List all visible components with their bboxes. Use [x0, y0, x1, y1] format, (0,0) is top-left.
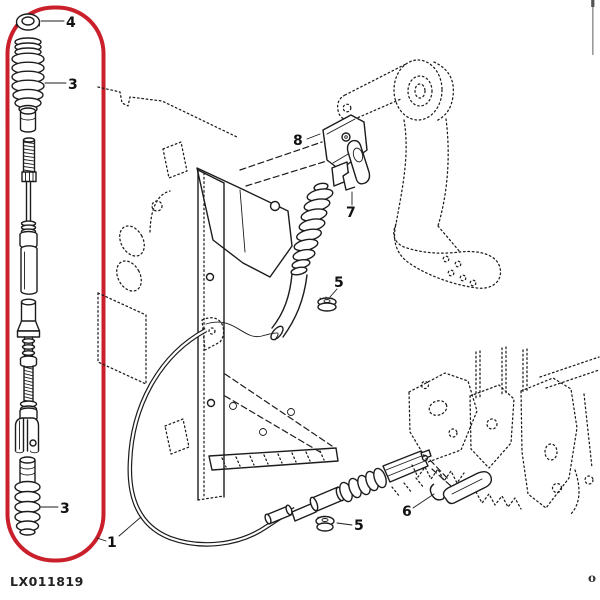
transmission-phantom	[408, 346, 600, 516]
lower-cable-end	[291, 449, 453, 522]
leader-lines	[40, 20, 435, 542]
part-lever-arm	[429, 470, 493, 505]
callout-4: 4	[66, 15, 76, 31]
part-clevis-fork	[14, 417, 40, 454]
pedal-arm-phantom	[337, 59, 502, 289]
cable-assembly	[127, 327, 297, 547]
callout-8: 8	[293, 133, 303, 149]
callout-3-lower: 3	[60, 501, 70, 517]
part-retainer-clip	[342, 139, 371, 191]
highlight-oval	[5, 5, 106, 563]
part-boot-lower	[14, 456, 41, 536]
corner-mark: o	[588, 571, 596, 585]
edge-artifact-cap	[591, 0, 595, 7]
callout-5-upper: 5	[334, 275, 344, 291]
part-boot-upper	[11, 37, 45, 133]
part-nut	[15, 13, 41, 31]
callout-1: 1	[107, 535, 117, 551]
callout-6: 6	[402, 504, 412, 520]
part-threaded-rod	[19, 137, 38, 295]
figure-code: LX011819	[10, 574, 84, 589]
callout-7: 7	[346, 205, 356, 221]
frame-structure	[97, 86, 339, 501]
callout-5-lower: 5	[354, 518, 364, 534]
part-push-nut-lower	[315, 515, 335, 532]
upper-cable-end	[201, 182, 334, 351]
callout-3-upper: 3	[68, 77, 78, 93]
edge-artifact-line	[592, 0, 594, 55]
part-push-nut-upper	[317, 296, 337, 312]
part-cable-end-plug	[16, 298, 41, 422]
